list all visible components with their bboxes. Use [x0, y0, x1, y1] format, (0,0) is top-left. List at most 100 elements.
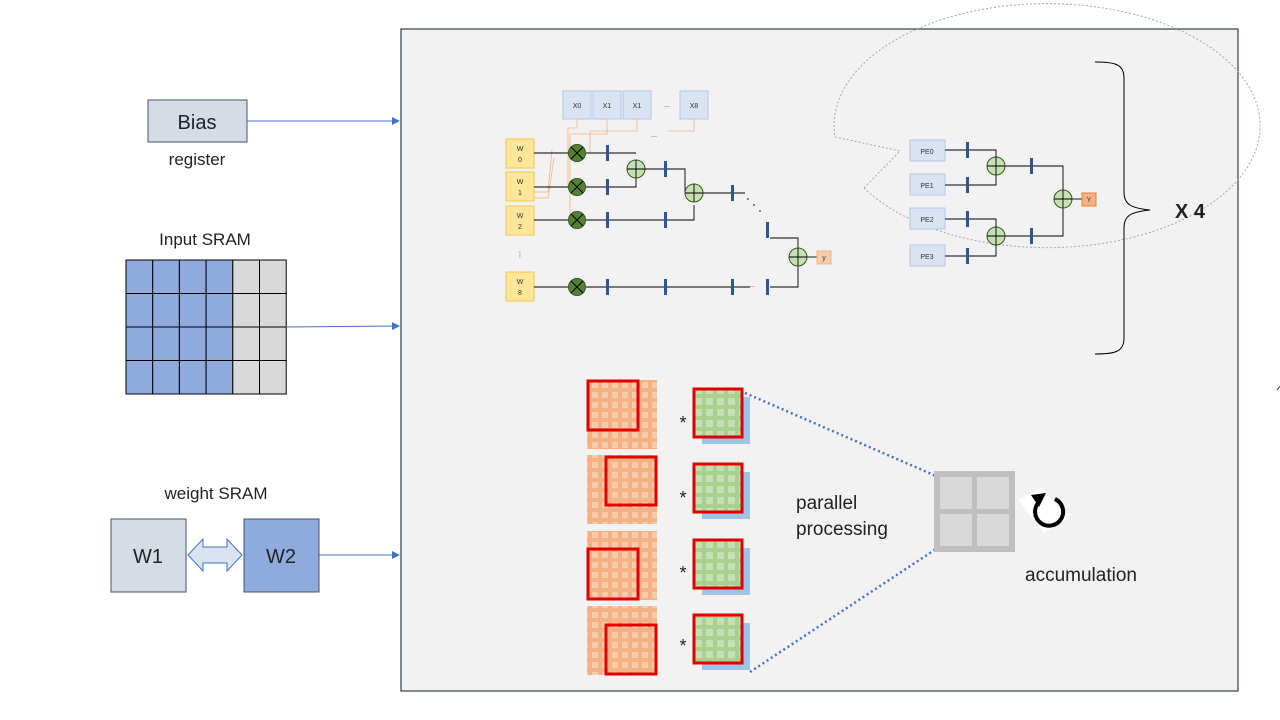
w-box-1-bottom: 1	[518, 190, 522, 197]
w-box-1-top: W	[517, 179, 524, 186]
x-label-2: X1	[633, 103, 642, 110]
sram-cell	[232, 293, 261, 328]
x-label-ellipsis: ...	[664, 102, 670, 109]
multiplier-label: X 4	[1175, 201, 1206, 223]
row-ellipsis: ...	[749, 282, 755, 289]
diagonal-continuation-dots	[747, 198, 761, 212]
sram-cell	[259, 326, 287, 361]
sram-cell	[152, 293, 180, 328]
sram-cell	[152, 259, 180, 294]
accelerator-frame	[400, 28, 1239, 692]
w1-label: W1	[133, 546, 163, 568]
stray-mark	[1276, 385, 1280, 391]
bias-register: Bias register	[147, 99, 400, 169]
sram-cell	[178, 326, 207, 361]
conv-operator-4: *	[679, 636, 686, 656]
dotted-connector-bottom	[749, 547, 937, 674]
accumulation-label: accumulation	[1025, 565, 1137, 586]
weight-sram-label: weight SRAM	[164, 484, 268, 503]
sram-cell	[205, 360, 234, 395]
sram-cell	[178, 293, 207, 328]
multiplier-nodes	[568, 144, 586, 296]
w-box-2-top: W	[517, 213, 524, 220]
multiplier-0	[568, 144, 586, 162]
conv-row-2: *	[587, 455, 750, 524]
x-box-8	[679, 90, 709, 120]
sram-cell	[232, 326, 261, 361]
sram-cell	[125, 326, 154, 361]
input-sram-grid	[125, 259, 287, 395]
adder-0	[626, 159, 646, 179]
pe-box-0	[909, 139, 946, 162]
pe-output-box	[1081, 192, 1097, 207]
sram-cell	[125, 360, 154, 395]
sram-cell	[152, 326, 180, 361]
parallel-label-line2: processing	[796, 519, 888, 540]
parallel-label-line1: parallel	[796, 493, 857, 514]
pe-label-1: PE1	[920, 183, 933, 190]
conv-rows: * * * *	[586, 379, 750, 676]
sram-cell	[152, 360, 180, 395]
x-label-1: X1	[603, 103, 612, 110]
kernel-tile-2	[692, 462, 744, 514]
bias-caption: register	[169, 150, 226, 169]
pe-detail-callout: X0 X1 X1 ... X8 ... W 0 W 1	[505, 3, 1261, 302]
sram-cell	[205, 259, 234, 294]
multiplier-1	[568, 178, 586, 196]
pe-array-registers	[966, 142, 1033, 264]
w-box-8	[505, 271, 535, 302]
input-window-4	[604, 623, 658, 676]
x-label-8: X8	[690, 103, 699, 110]
pe-array-wiring	[945, 149, 1082, 257]
input-window-2	[604, 455, 658, 507]
pe-array-adders	[986, 156, 1073, 246]
sram-cell	[178, 360, 207, 395]
w-box-2	[505, 205, 535, 236]
w-box-0	[505, 138, 535, 169]
input-sram: Input SRAM	[125, 230, 400, 395]
sram-cell	[232, 259, 261, 294]
accumulator-grid	[934, 471, 1015, 552]
y-output-box	[816, 250, 832, 265]
pe-adder-0	[986, 156, 1006, 176]
w-box-0-top: W	[517, 146, 524, 153]
sram-cell	[259, 259, 287, 294]
pe-output-label: Y	[1087, 197, 1092, 204]
pe-adder-1	[986, 226, 1006, 246]
w-ellipsis: ⋮	[517, 252, 524, 259]
kernel-tile-3	[692, 538, 744, 590]
conv-row-3: *	[586, 531, 750, 601]
sram-cell	[125, 259, 154, 294]
input-tile-3	[587, 531, 657, 600]
callout-bubble	[833, 3, 1261, 249]
weight-boxes: W 0 W 1 W 2 ⋮ W 8	[505, 138, 535, 302]
pe-label-0: PE0	[920, 149, 933, 156]
sram-cell	[205, 326, 234, 361]
x-inner-ellipsis: ...	[651, 132, 657, 139]
w-box-8-top: W	[517, 279, 524, 286]
adder-tree-wiring	[534, 152, 817, 288]
kernel-tile-4	[692, 613, 744, 665]
pe-label-3: PE3	[920, 254, 933, 261]
bias-label: Bias	[178, 112, 217, 134]
input-sram-label: Input SRAM	[159, 230, 251, 249]
pe-label-2: PE2	[920, 217, 933, 224]
adder-nodes	[626, 159, 808, 267]
pe-box-1	[909, 173, 946, 196]
w1-block	[110, 518, 187, 593]
w-box-2-bottom: 2	[518, 224, 522, 231]
swap-double-arrow	[187, 537, 243, 573]
pe-box-2	[909, 207, 946, 230]
adder-final	[788, 247, 808, 267]
input-tile-4	[587, 606, 657, 675]
sram-cell	[232, 360, 261, 395]
input-window-1	[586, 379, 640, 432]
conv-operator-2: *	[679, 488, 686, 508]
right-curly-brace	[1094, 61, 1151, 355]
conv-operator-1: *	[679, 413, 686, 433]
pe-box-3	[909, 244, 946, 267]
conv-operator-3: *	[679, 563, 686, 583]
x-box-0	[562, 90, 592, 120]
sram-cell	[125, 293, 154, 328]
conv-row-4: *	[587, 606, 750, 676]
